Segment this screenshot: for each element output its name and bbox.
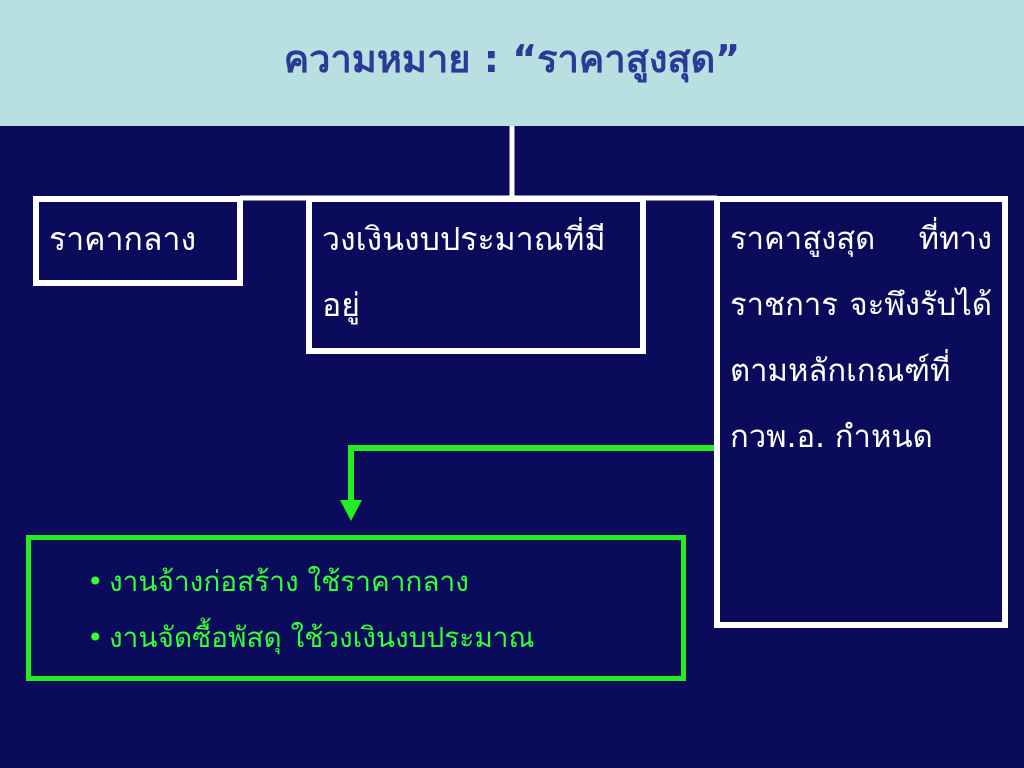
usage-box: •งานจ้างก่อสร้าง ใช้ราคากลาง •งานจัดซื้อ…	[26, 535, 686, 681]
bullet-icon: •	[87, 621, 104, 654]
box-max-price: ราคาสูงสุด ที่ทางราชการ จะพึงรับได้ ตามห…	[714, 196, 1008, 628]
green-arrow-head	[340, 500, 362, 521]
box-mid-price: ราคากลาง	[33, 196, 243, 286]
bullet-icon: •	[87, 565, 104, 598]
usage-list: •งานจ้างก่อสร้าง ใช้ราคากลาง •งานจัดซื้อ…	[87, 554, 681, 666]
usage-text-construction: งานจ้างก่อสร้าง ใช้ราคากลาง	[109, 565, 469, 598]
usage-item-procurement: •งานจัดซื้อพัสดุ ใช้วงเงินงบประมาณ	[87, 610, 681, 666]
green-arrow-line	[348, 445, 716, 504]
usage-text-procurement: งานจัดซื้อพัสดุ ใช้วงเงินงบประมาณ	[109, 621, 535, 654]
slide-title: ความหมาย : “ราคาสูงสุด”	[283, 37, 741, 81]
title-band: ความหมาย : “ราคาสูงสุด”	[0, 0, 1024, 126]
usage-item-construction: •งานจ้างก่อสร้าง ใช้ราคากลาง	[87, 554, 681, 610]
box-budget: วงเงินงบประมาณที่มีอยู่	[306, 196, 646, 354]
